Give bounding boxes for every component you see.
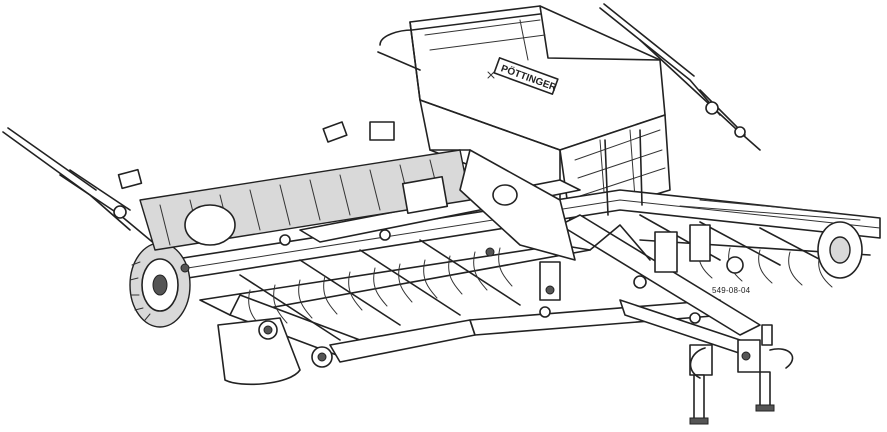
rear-shield-plate — [217, 317, 333, 386]
hopper-support-frame — [429, 129, 643, 261]
marker-arm-left — [2, 127, 181, 266]
marker-arm-right — [599, 3, 761, 151]
packer-tyre-left — [129, 242, 191, 328]
hitch-stand — [689, 324, 794, 425]
drawbar — [559, 214, 761, 356]
tyre-packer-roller — [139, 149, 471, 251]
harrow-tines — [248, 244, 833, 329]
drive-wheel-right — [726, 221, 863, 279]
reference-code: 549-08-04 — [712, 286, 751, 295]
frame-brackets — [117, 121, 711, 318]
